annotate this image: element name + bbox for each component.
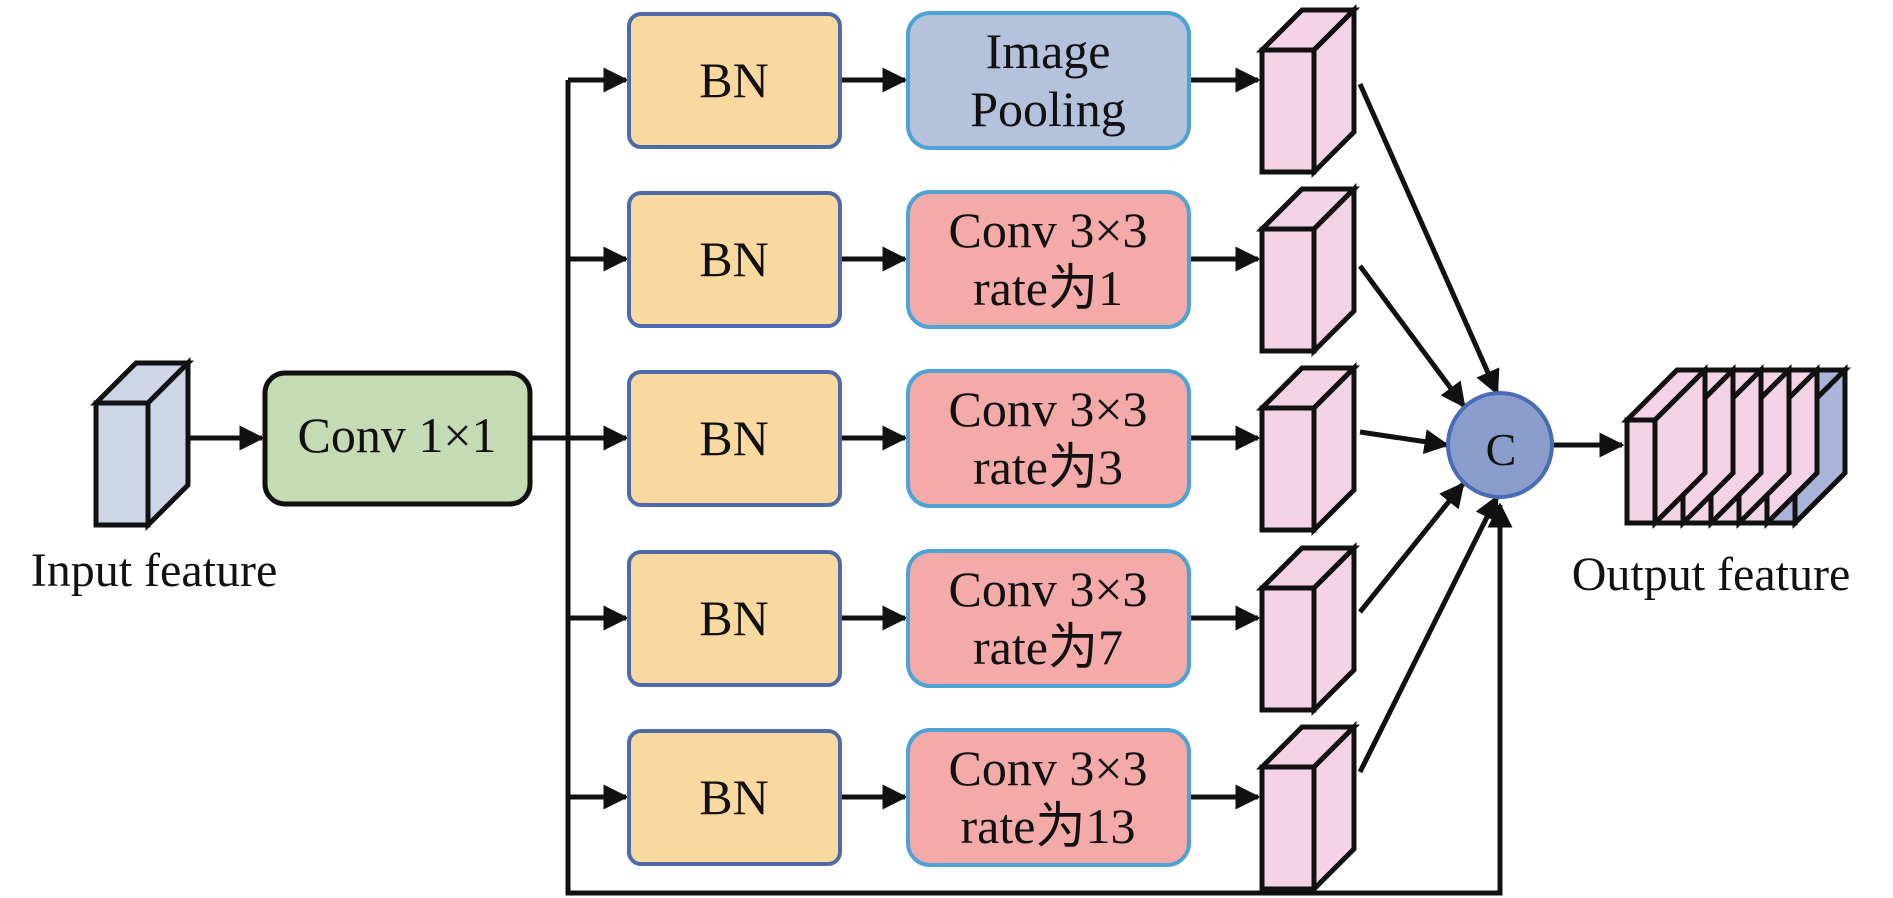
bn-label-1: BN: [699, 52, 768, 108]
op-box-4: [906, 549, 1191, 688]
arrow-feature-1-to-concat: [1357, 82, 1500, 396]
text-layer: Input feature Output feature Conv 1×1 C …: [31, 23, 1851, 854]
op-label-2-line-2: rate为1: [973, 260, 1123, 316]
concat-circle: [1446, 391, 1554, 499]
bn-box-2: [627, 191, 842, 328]
feature-cube-4: [1255, 541, 1361, 717]
bn-label-3: BN: [699, 410, 768, 466]
shape-layer: [89, 3, 1852, 896]
feature-cube-2: [1255, 182, 1361, 358]
op-label-3-line-2: rate为3: [973, 439, 1123, 495]
output-slab-1-front: [1624, 417, 1658, 526]
op-box-2: [906, 190, 1191, 329]
bn-label-4: BN: [699, 590, 768, 646]
op-box-3: [906, 369, 1191, 508]
bn-label-5: BN: [699, 769, 768, 825]
output-feature-label: Output feature: [1572, 548, 1851, 601]
trunk-line: [565, 80, 1503, 896]
conv1x1-box: [262, 370, 533, 507]
op-box-1: [906, 11, 1191, 150]
op-label-2-line-1: Conv 3×3: [948, 202, 1147, 258]
op-label-5-line-1: Conv 3×3: [948, 740, 1147, 796]
feature-cube-1-front: [1259, 47, 1317, 175]
bn-box-1: [627, 12, 842, 149]
op-label-1-line-1: Image: [986, 23, 1111, 79]
feature-cube-2-front: [1259, 226, 1317, 354]
op-label-4-line-1: Conv 3×3: [948, 561, 1147, 617]
feature-cube-3: [1255, 361, 1361, 537]
concat-label: C: [1486, 424, 1517, 475]
feature-cube-4-front: [1259, 585, 1317, 713]
arrow-feature-3-to-concat: [1359, 429, 1450, 455]
bn-label-2: BN: [699, 231, 768, 287]
op-label-4-line-2: rate为7: [973, 619, 1123, 675]
bn-box-3: [627, 370, 842, 507]
input-feature-cube-front: [93, 400, 151, 528]
arrow-feature-5-to-concat: [1357, 494, 1500, 774]
arrow-feature-4-to-concat: [1358, 482, 1465, 614]
op-label-1-line-2: Pooling: [970, 81, 1126, 137]
connector-layer: [190, 67, 1625, 896]
feature-cube-1: [1255, 3, 1361, 179]
input-feature-cube: [89, 356, 195, 532]
conv1x1-label: Conv 1×1: [297, 407, 496, 463]
op-label-3-line-1: Conv 3×3: [948, 381, 1147, 437]
op-label-5-line-2: rate为13: [961, 798, 1136, 854]
input-feature-label: Input feature: [31, 544, 278, 597]
feature-cube-3-front: [1259, 405, 1317, 533]
arrow-feature-2-to-concat: [1357, 264, 1467, 409]
op-box-5: [906, 728, 1191, 867]
bn-box-4: [627, 550, 842, 687]
feature-cube-5: [1255, 720, 1361, 896]
bn-box-5: [627, 729, 842, 866]
output-slab-1: [1620, 363, 1712, 530]
feature-cube-5-front: [1259, 764, 1317, 892]
